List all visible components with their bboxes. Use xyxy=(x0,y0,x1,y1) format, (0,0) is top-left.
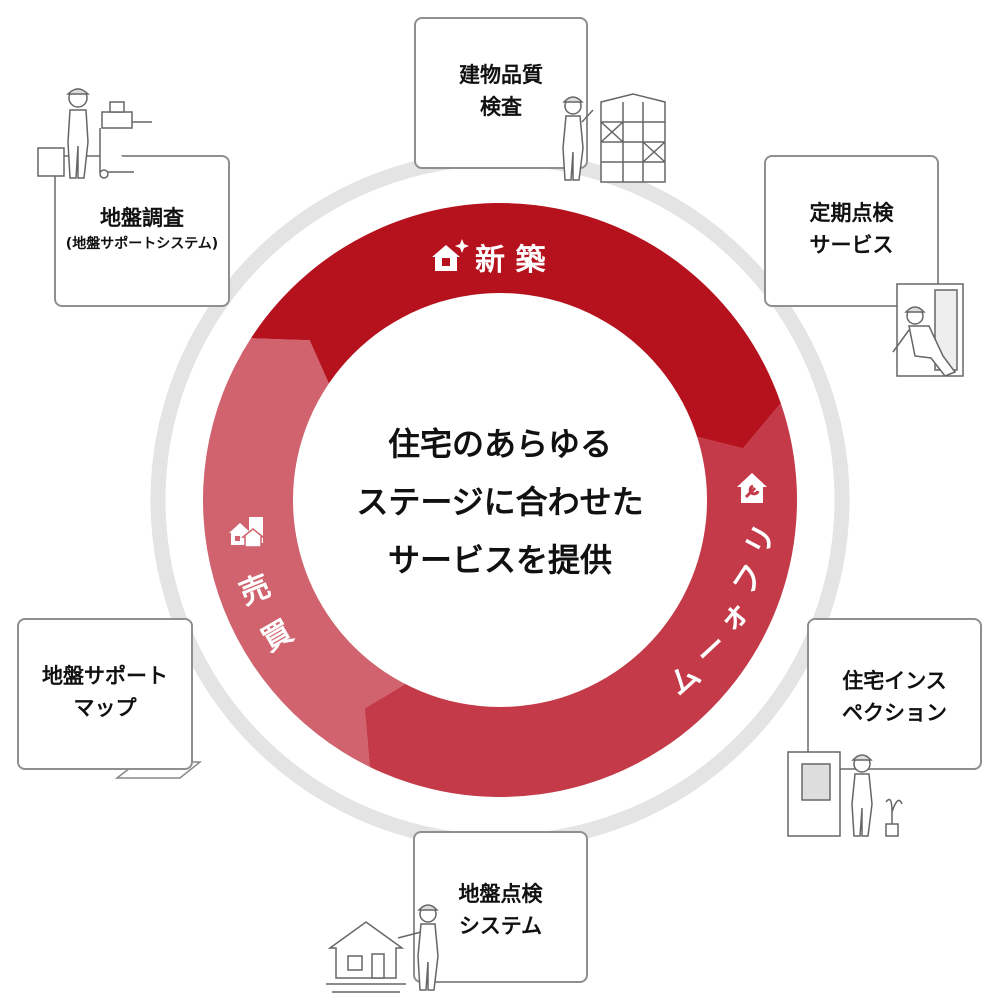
service-teiki-line2: サービス xyxy=(809,233,894,257)
center-message: 住宅のあらゆる ステージに合わせた サービスを提供 xyxy=(320,415,680,589)
center-line-1: 住宅のあらゆる xyxy=(387,425,612,463)
service-kenbutsu-line1: 建物品質 xyxy=(459,63,543,87)
center-line-2: ステージに合わせた xyxy=(356,483,644,521)
service-box-jiban-chousa: 地盤調査 (地盤サポートシステム) xyxy=(54,155,230,307)
worker-house-ground-illustration xyxy=(326,904,439,993)
service-teiki-line1: 定期点検 xyxy=(809,201,894,225)
service-box-map: 地盤サポート マップ xyxy=(17,618,193,770)
service-map-line2: マップ xyxy=(73,696,137,720)
worker-window-illustration xyxy=(892,283,964,377)
service-jiban-chousa-line1: 地盤調査 xyxy=(100,206,184,230)
worker-building-illustration xyxy=(787,751,903,837)
house-wrench-icon xyxy=(737,473,767,503)
houses-building-icon xyxy=(229,517,266,548)
service-tenken-system-line2: システム xyxy=(458,914,543,938)
segment-shinchiku xyxy=(250,203,781,449)
worker-equipment-illustration xyxy=(37,88,152,179)
center-circle xyxy=(293,293,707,707)
service-inspection-line2: ペクション xyxy=(842,701,947,725)
service-kenbutsu-line2: 検査 xyxy=(480,95,522,119)
worker-house-frame-illustration xyxy=(562,93,666,183)
service-box-kenbutsu: 建物品質 検査 xyxy=(414,17,588,169)
segment-baibai xyxy=(202,338,413,767)
shinchiku-label-group: 新 築 xyxy=(432,239,546,278)
service-map-line1: 地盤サポート xyxy=(42,664,168,688)
service-jiban-chousa-line2: (地盤サポートシステム) xyxy=(65,236,219,252)
house-sparkle-icon xyxy=(432,239,469,271)
service-tenken-system-line1: 地盤点検 xyxy=(458,882,543,906)
service-box-teiki: 定期点検 サービス xyxy=(764,155,939,307)
center-line-3: サービスを提供 xyxy=(387,541,612,579)
service-box-inspection: 住宅インス ペクション xyxy=(807,618,982,770)
service-box-tenken-system: 地盤点検 システム xyxy=(413,831,588,983)
service-inspection-line1: 住宅インス xyxy=(842,669,947,693)
shinchiku-label: 新 築 xyxy=(475,243,546,278)
